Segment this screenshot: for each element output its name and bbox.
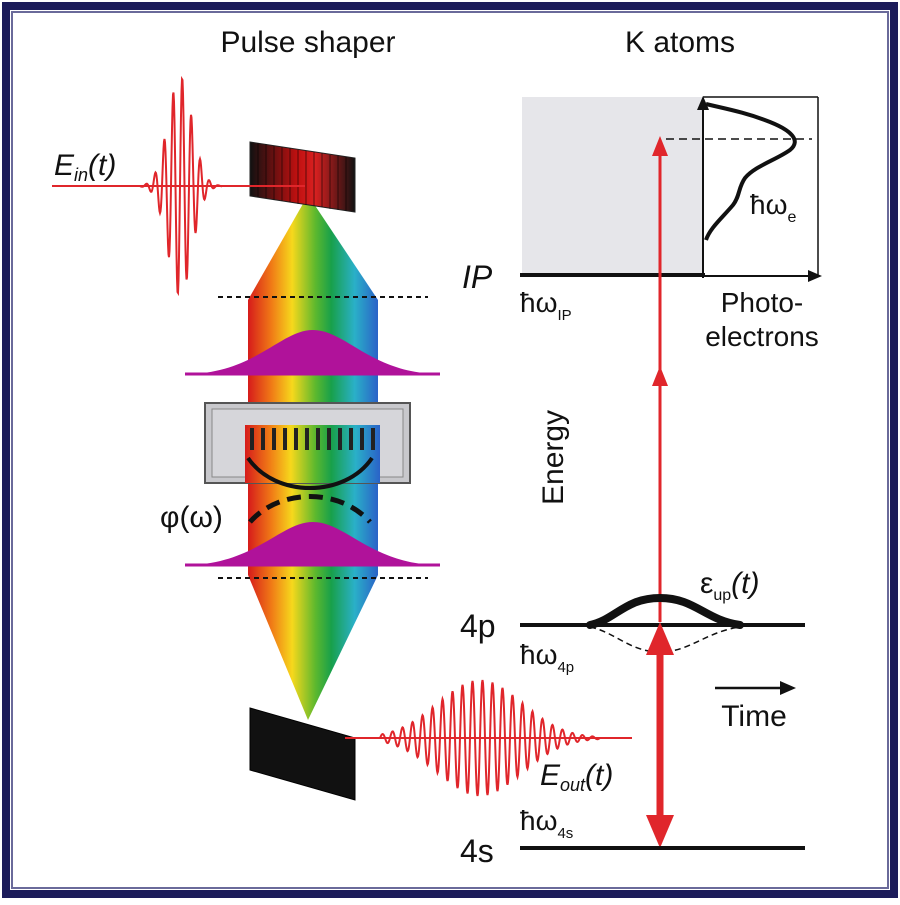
upper-state-label: εup(t): [700, 567, 760, 604]
pe-axis-vertical-arrow: [697, 96, 709, 110]
level-4s-energy-label: ħω4s: [520, 805, 573, 842]
level-4s-label: 4s: [460, 833, 494, 869]
ip-label: IP: [462, 259, 493, 295]
spectrum-gaussian-lower: [185, 522, 440, 565]
pe-energy-label: ħωe: [750, 189, 796, 226]
output-grating: [249, 707, 356, 801]
ionization-arrowhead-middle: [652, 366, 668, 386]
time-axis-label: Time: [721, 700, 787, 733]
input-pulse-waveform: [139, 75, 222, 297]
phase-label: φ(ω): [160, 501, 223, 534]
input-grating: [249, 141, 356, 213]
energy-axis-label: Energy: [537, 410, 570, 505]
level-4p-energy-label: ħω4p: [520, 639, 574, 676]
pe-label-line2: electrons: [705, 321, 819, 352]
heading-k-atoms: K atoms: [625, 26, 735, 59]
ionization-arrowhead-top: [652, 136, 668, 156]
pe-label-line1: Photo-: [721, 287, 804, 318]
level-4p-label: 4p: [460, 608, 496, 644]
resonant-arrowhead-down: [646, 815, 674, 848]
heading-pulse-shaper: Pulse shaper: [220, 26, 395, 59]
slm-pixel-array: [250, 428, 375, 450]
ip-energy-label: ħωIP: [520, 287, 572, 324]
spectrum-gaussian-upper: [185, 330, 440, 374]
phase-curve-solid: [246, 456, 374, 490]
output-pulse-waveform: [379, 679, 601, 797]
pe-axis-horizontal-arrow: [808, 270, 822, 282]
input-grating-lines: [257, 143, 347, 211]
upper-state-population-curve: [586, 593, 744, 629]
e-out-label: Eout(t): [540, 759, 613, 795]
photoelectron-spectrum: [704, 102, 797, 241]
time-arrowhead: [780, 681, 796, 695]
e-in-label: Ein(t): [54, 149, 116, 185]
phase-curve-dashed: [248, 494, 372, 524]
continuum-region: [522, 97, 703, 275]
inner-frame: [11, 11, 889, 889]
resonant-arrowhead-up: [646, 622, 674, 655]
